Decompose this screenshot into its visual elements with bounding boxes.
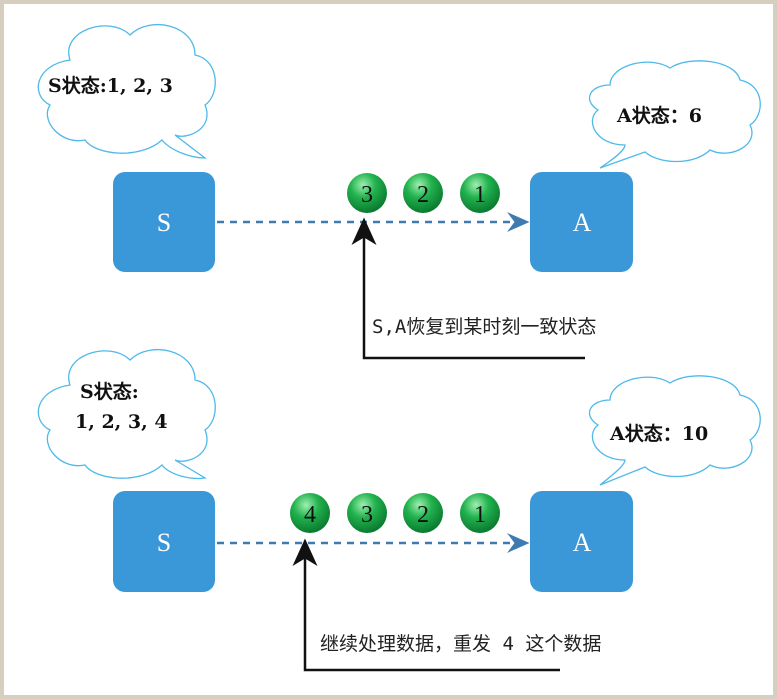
sink-node-label-2: A — [573, 528, 592, 557]
record-ball — [290, 493, 330, 533]
source-node-label: S — [157, 208, 171, 237]
sink-node-label: A — [573, 208, 592, 237]
sink-node-a — [530, 172, 633, 272]
record-ball — [347, 173, 387, 213]
record-ball — [403, 173, 443, 213]
sink-state-cloud — [588, 60, 761, 169]
source-state-text: S状态:1, 2, 3 — [48, 74, 173, 97]
record-ball-label: 1 — [474, 502, 486, 528]
bottom-record-balls: 4 3 2 1 — [290, 493, 500, 533]
source-state-text-line2: 1, 2, 3, 4 — [75, 411, 168, 433]
record-ball — [460, 173, 500, 213]
record-ball-label: 4 — [304, 502, 316, 528]
source-state-cloud-2 — [37, 348, 216, 480]
record-ball-label: 3 — [361, 502, 373, 528]
record-ball-label: 1 — [474, 182, 486, 208]
sink-node-a-2 — [530, 491, 633, 592]
resend-note: 继续处理数据，重发 4 这个数据 — [320, 633, 601, 655]
sink-state-text: A状态：6 — [616, 104, 702, 127]
resend-arrow — [292, 538, 560, 672]
record-ball — [347, 493, 387, 533]
source-node-s-2 — [113, 491, 215, 592]
recovery-arrow — [351, 217, 585, 360]
source-node-label-2: S — [157, 528, 171, 557]
record-ball-label: 2 — [417, 502, 429, 528]
sink-state-cloud-2 — [588, 375, 761, 486]
source-node-s — [113, 172, 215, 272]
record-ball — [460, 493, 500, 533]
recovery-note: S,A恢复到某时刻一致状态 — [372, 316, 596, 338]
source-state-text-line1: S状态: — [80, 380, 139, 403]
sink-state-text-2: A状态：10 — [609, 422, 708, 445]
record-ball — [403, 493, 443, 533]
record-ball-label: 3 — [361, 182, 373, 208]
record-ball-label: 2 — [417, 182, 429, 208]
top-record-balls: 3 2 1 — [347, 173, 500, 213]
source-state-cloud — [37, 23, 216, 159]
